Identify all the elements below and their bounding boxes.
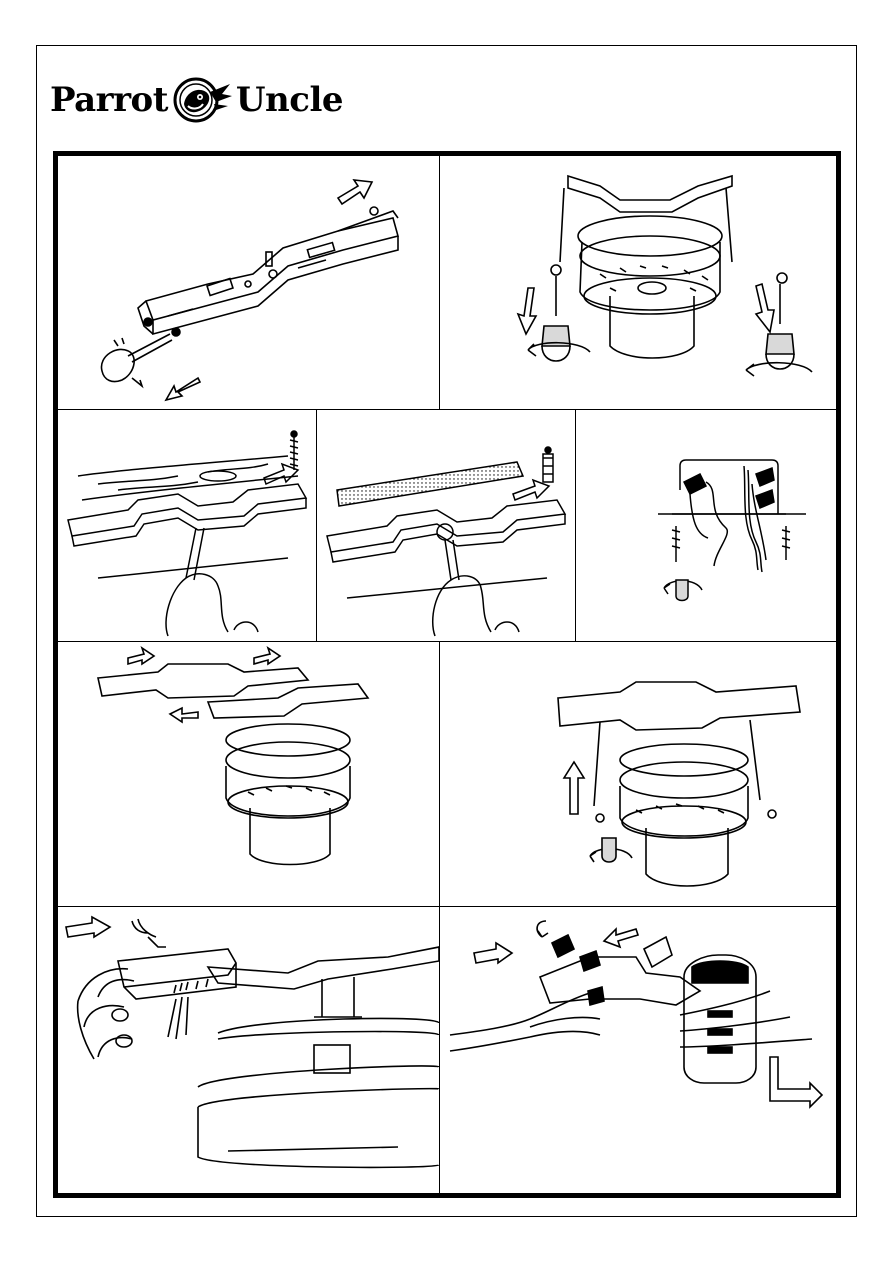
panel-mounting-bracket-loosen-screws — [58, 156, 439, 409]
arrow-icon — [604, 929, 638, 947]
arrow-icon — [518, 288, 536, 334]
panel-screw-bracket-to-wood-joist — [58, 410, 316, 641]
arrow-icon — [66, 917, 110, 937]
bracket-icon — [68, 484, 306, 536]
receiver-icon — [684, 955, 756, 1083]
bracket-icon — [138, 211, 398, 334]
wire-connector-icon — [684, 468, 774, 508]
arrow-icon — [170, 708, 198, 722]
panel-insert-receiver — [58, 907, 439, 1193]
bracket-icon — [208, 947, 439, 989]
screw-icon — [172, 328, 180, 336]
bracket-icon — [558, 682, 800, 730]
bracket-icon — [98, 664, 308, 698]
concrete-ceiling-icon — [337, 462, 523, 506]
instruction-grid — [53, 151, 841, 1198]
screw-icon — [144, 318, 152, 326]
rotate-icon — [590, 838, 632, 862]
screw-icon — [290, 431, 298, 470]
fan-motor-icon — [226, 724, 350, 865]
brand-word-right: Uncle — [236, 83, 343, 117]
parrot-head-logo-icon — [170, 76, 234, 124]
rotate-icon — [537, 921, 548, 937]
screw-icon — [370, 207, 378, 215]
panel-attach-bracket-to-outlet-box — [576, 410, 836, 641]
ceiling-line — [347, 578, 547, 598]
screw-icon — [766, 273, 794, 369]
arrow-icon — [166, 378, 200, 400]
arrow-icon — [264, 464, 298, 484]
bracket-icon — [540, 957, 700, 1005]
arrow-icon — [128, 648, 154, 664]
fan-motor-icon — [620, 744, 748, 886]
bracket-icon — [568, 176, 732, 212]
panel-screw-bracket-with-anchors — [317, 410, 575, 641]
fan-motor-icon — [578, 216, 722, 358]
wood-joist-illustration — [58, 410, 316, 641]
arrow-icon — [564, 762, 584, 814]
screw-icon — [542, 265, 570, 361]
brand-logo: Parrot Uncle — [50, 76, 343, 124]
wire-connector-icon — [552, 935, 604, 1005]
panel-raise-motor-and-fasten — [440, 642, 836, 906]
screw-icon — [596, 814, 604, 822]
wires-icon — [450, 991, 812, 1051]
receiver-insert-illustration — [58, 907, 439, 1193]
brand-word-left: Parrot — [50, 83, 168, 117]
screwdriver-icon — [101, 334, 172, 386]
bracket-illustration — [58, 156, 439, 409]
arrow-icon — [756, 284, 774, 332]
anchor-icon — [543, 447, 553, 482]
arrow-icon — [254, 648, 280, 664]
arrow-icon — [513, 480, 549, 500]
wire-connection-illustration — [440, 907, 836, 1193]
arrow-icon — [338, 180, 372, 204]
screw-icon — [768, 810, 776, 818]
anchor-illustration — [317, 410, 575, 641]
hand-icon — [78, 969, 134, 1059]
arrow-icon — [474, 943, 512, 963]
panel-slide-canopy-bracket — [58, 642, 439, 906]
motor-bracket-illustration — [440, 156, 836, 409]
rotate-icon — [664, 580, 702, 601]
receiver-icon — [118, 919, 236, 1039]
hand-icon — [166, 528, 258, 636]
screw-icon — [672, 526, 790, 562]
raise-motor-illustration — [440, 642, 836, 906]
panel-connect-receiver-wires — [440, 907, 836, 1193]
bracket-icon — [208, 684, 368, 718]
outlet-box-illustration — [576, 410, 836, 641]
panel-remove-bracket-from-motor — [440, 156, 836, 409]
arrow-icon — [770, 1057, 822, 1107]
canopy-bracket-illustration — [58, 642, 439, 906]
fan-motor-icon — [198, 1018, 439, 1167]
